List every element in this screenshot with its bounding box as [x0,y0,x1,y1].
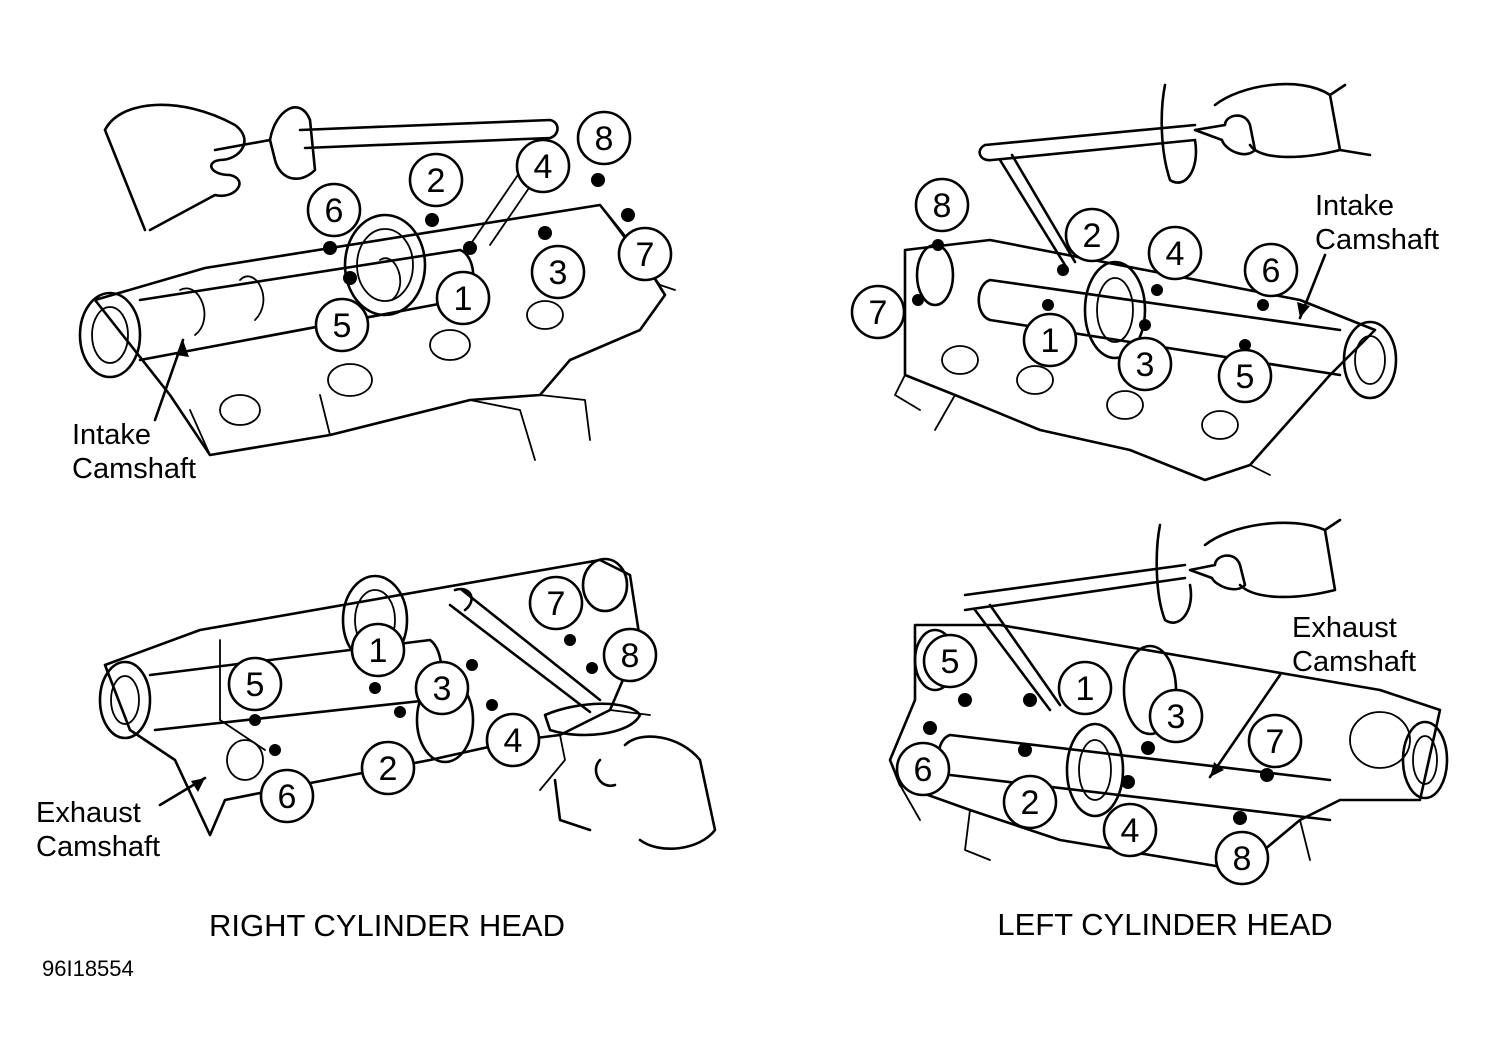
bolt-number-5: 5 [227,656,283,712]
cam-sprocket [343,213,427,317]
svg-text:8: 8 [595,120,614,158]
bolt-number-1: 1 [1022,312,1078,368]
bolt-number-4: 4 [485,712,541,768]
svg-text:7: 7 [636,236,655,274]
bolt-number-2: 2 [360,740,416,796]
bolt-number-1: 1 [1057,660,1113,716]
svg-text:6: 6 [1262,252,1281,290]
bolt-number-6: 6 [895,741,951,797]
svg-text:2: 2 [1083,217,1102,255]
svg-text:2: 2 [427,162,446,200]
camshaft-end-journal [78,291,142,379]
cylinder-head-outline [93,203,667,457]
bolt-number-7: 7 [617,226,673,282]
svg-text:3: 3 [1136,346,1155,384]
panel-left-intake: Intake Camshaft 1 2 3 4 5 6 7 8 [850,82,1439,482]
bolt-number-7: 7 [850,284,906,340]
svg-text:3: 3 [433,670,452,708]
callout-exhaust-camshaft: Exhaust Camshaft [36,797,160,863]
svg-text:5: 5 [333,307,352,345]
svg-text:5: 5 [941,643,960,681]
callout-intake-camshaft: Intake Camshaft [1315,190,1439,256]
bolt-number-2: 2 [1002,774,1058,830]
technician-hand [1203,518,1342,599]
svg-text:4: 4 [1166,235,1185,273]
callout-intake-camshaft: Intake Camshaft [72,419,196,485]
svg-text:4: 4 [504,722,523,760]
bolt-number-1: 1 [435,270,491,326]
bolt-number-5: 5 [922,633,978,689]
torque-wrench [978,83,1198,267]
svg-text:7: 7 [869,294,888,332]
panel-right-intake: Intake Camshaft 1 2 3 4 5 6 7 8 [72,103,676,485]
camshaft-end-journal [98,660,152,740]
bolt-number-3: 3 [530,244,586,300]
panel-right-exhaust: Exhaust Camshaft 1 2 3 4 5 6 7 8 [36,557,717,863]
svg-text:1: 1 [454,280,473,318]
bolt-number-2: 2 [1064,207,1120,263]
cam-sprocket [1065,722,1125,818]
svg-text:4: 4 [1121,812,1140,850]
callout-pointer [1208,673,1282,779]
bolt-number-8: 8 [576,110,632,166]
bolt-number-3: 3 [1148,688,1204,744]
bolt-number-7: 7 [528,575,584,631]
svg-text:5: 5 [246,666,265,704]
svg-text:1: 1 [1076,670,1095,708]
figure-reference-id: 96I18554 [42,956,134,981]
svg-text:6: 6 [278,778,297,816]
torque-wrench [213,106,559,180]
svg-text:2: 2 [379,750,398,788]
bolt-number-5: 5 [1217,348,1273,404]
caption-left-cylinder-head: LEFT CYLINDER HEAD [997,907,1332,942]
technician-hand [1213,82,1372,159]
bolt-number-8: 8 [602,627,658,683]
svg-text:8: 8 [1233,840,1252,878]
camshaft-end-journal [1342,320,1398,400]
svg-text:5: 5 [1236,358,1255,396]
bolt-number-6: 6 [306,182,362,238]
svg-text:7: 7 [547,585,566,623]
technician-hand [553,735,717,851]
svg-text:4: 4 [534,148,553,186]
svg-text:3: 3 [549,254,568,292]
bolt-number-1: 1 [350,622,406,678]
svg-text:1: 1 [1041,322,1060,360]
panel-left-exhaust: Exhaust Camshaft 1 2 3 4 5 6 7 8 [888,518,1449,886]
bolt-number-6: 6 [259,768,315,824]
svg-text:3: 3 [1167,698,1186,736]
bolt-number-4: 4 [1147,225,1203,281]
bolt-number-8: 8 [914,177,970,233]
caption-right-cylinder-head: RIGHT CYLINDER HEAD [209,908,565,943]
technician-hand [103,103,246,232]
bolt-number-2: 2 [408,152,464,208]
bolt-number-8: 8 [1214,830,1270,886]
bolt-number-6: 6 [1243,242,1299,298]
svg-text:6: 6 [325,192,344,230]
cam-sprocket [1083,260,1147,360]
bolt-number-4: 4 [515,138,571,194]
svg-text:8: 8 [621,637,640,675]
callout-exhaust-camshaft: Exhaust Camshaft [1292,612,1416,678]
svg-text:8: 8 [933,187,952,225]
svg-text:1: 1 [369,632,388,670]
bolt-number-5: 5 [314,297,370,353]
bolt-number-4: 4 [1102,802,1158,858]
bolt-number-3: 3 [414,660,470,716]
svg-text:2: 2 [1021,784,1040,822]
svg-text:6: 6 [914,751,933,789]
bolt-number-3: 3 [1117,336,1173,392]
torque-wrench [448,587,642,737]
bolt-number-7: 7 [1247,713,1303,769]
intake-camshaft [138,248,475,362]
svg-text:7: 7 [1266,723,1285,761]
camshaft-end-journal [1401,720,1449,800]
torque-wrench [963,523,1193,712]
